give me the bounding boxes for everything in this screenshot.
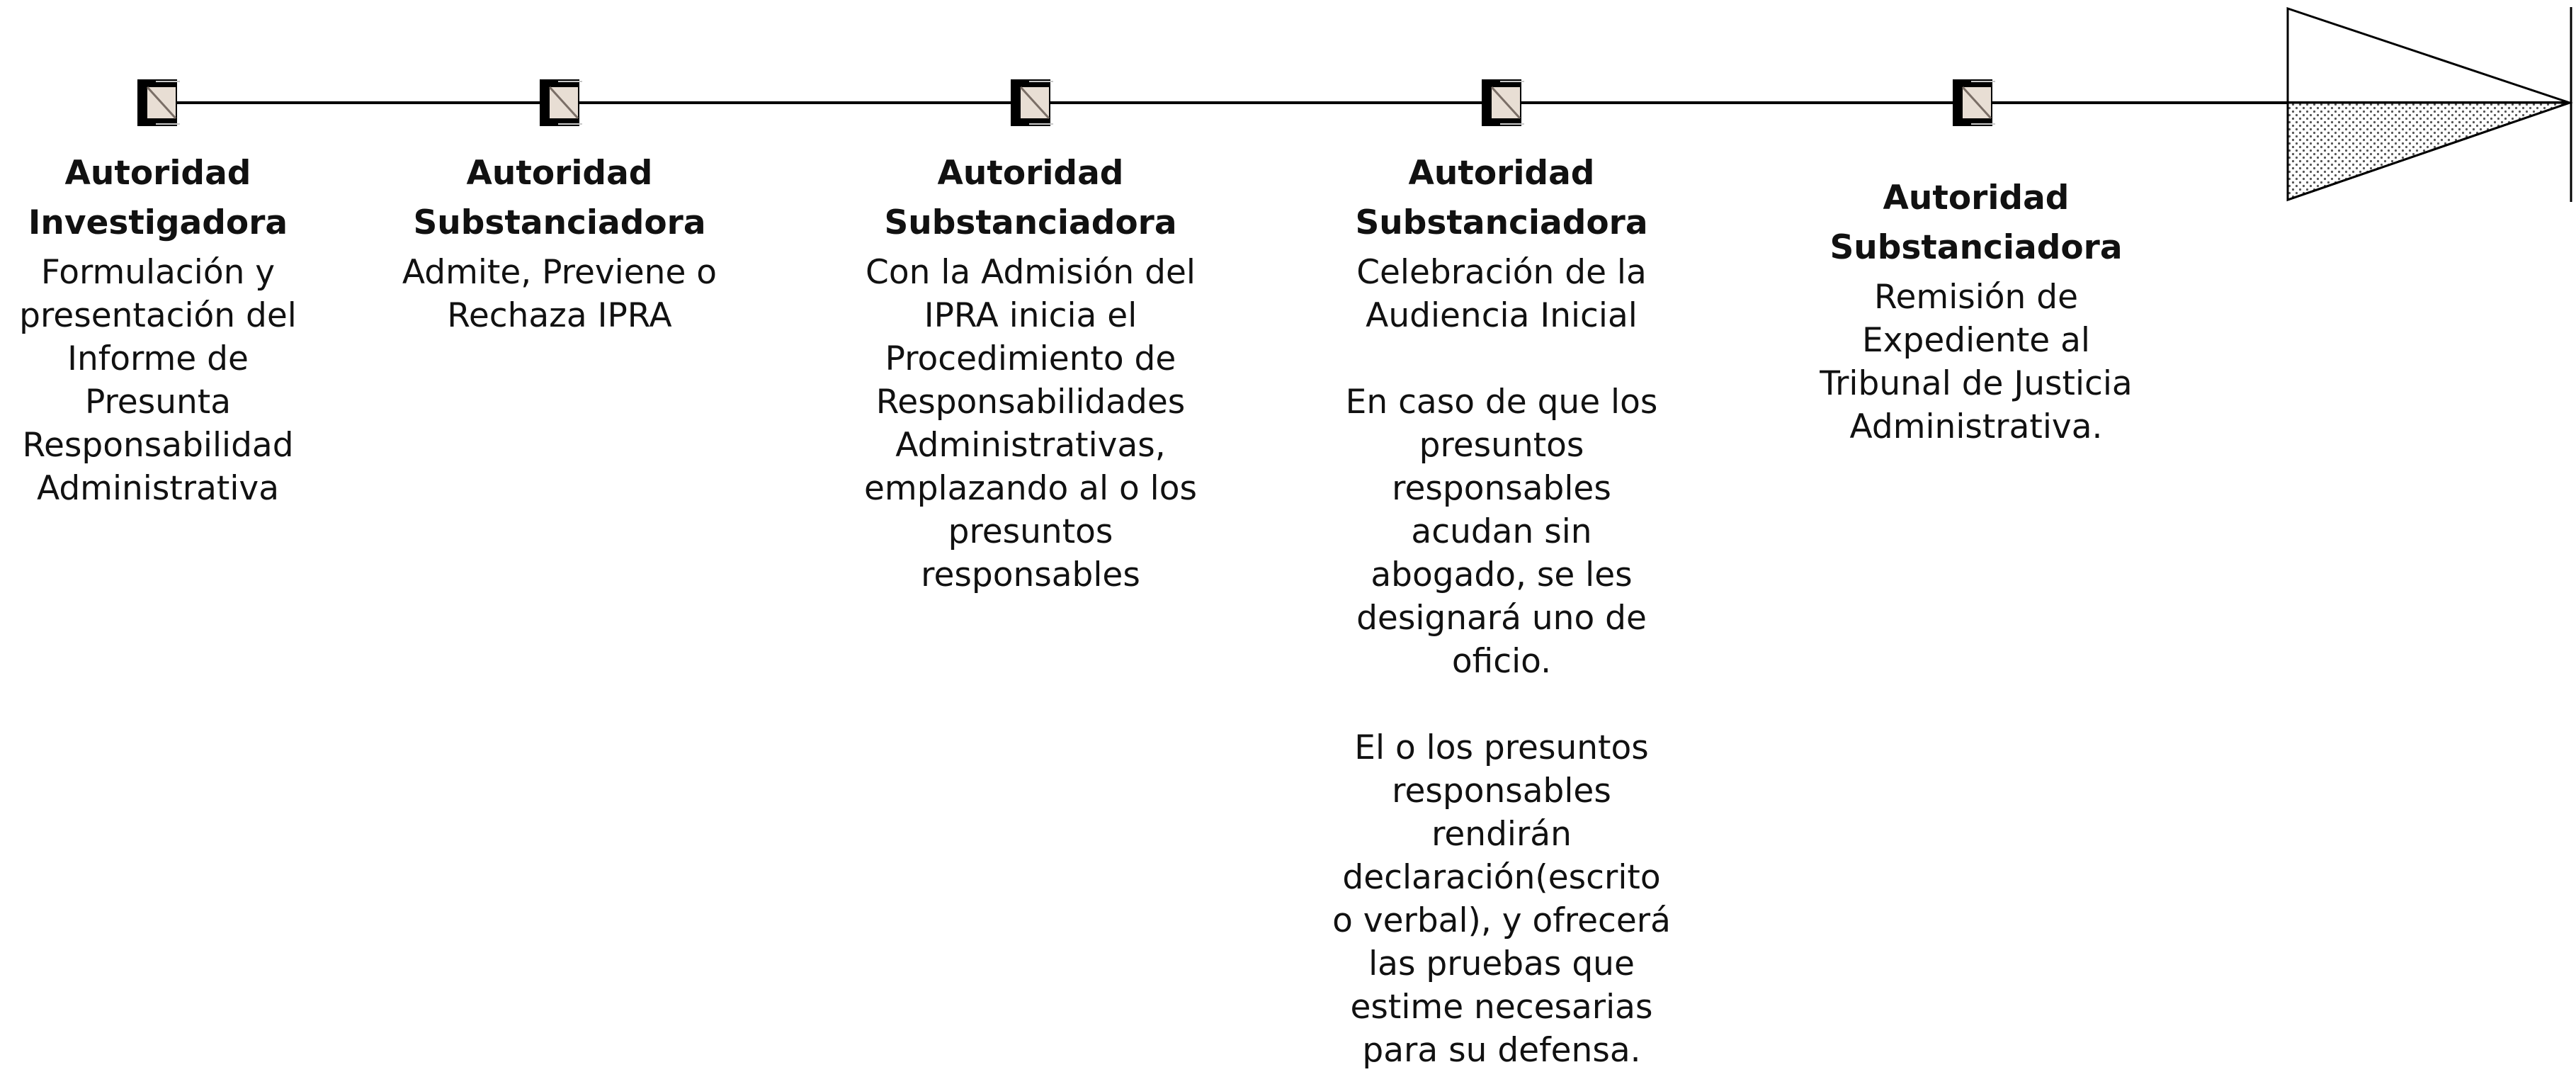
- stage-title: Autoridad Substanciadora: [884, 154, 1177, 242]
- milestone-marker-0: [137, 79, 180, 126]
- milestone-marker-3: [1482, 79, 1524, 126]
- timeline-stage-admision: Autoridad Substanciadora Admite, Previen…: [375, 149, 744, 337]
- stage-title: Autoridad Substanciadora: [1355, 154, 1648, 242]
- timeline-stage-investigadora: Autoridad Investigadora Formulación y pr…: [9, 149, 307, 510]
- timeline-stage-audiencia-inicial: Autoridad Substanciadora Celebración de …: [1317, 149, 1686, 1072]
- timeline-stage-remision: Autoridad Substanciadora Remisión de Exp…: [1792, 174, 2160, 448]
- stage-description: Remisión de Expediente al Tribunal de Ju…: [1820, 278, 2133, 446]
- timeline-arrowhead: [2286, 6, 2573, 202]
- stage-title: Autoridad Investigadora: [28, 154, 288, 242]
- stage-title: Autoridad Substanciadora: [1829, 179, 2123, 267]
- timeline-diagram: [137, 6, 2573, 202]
- arrowhead-outline: [2286, 6, 2573, 202]
- stage-title: Autoridad Substanciadora: [413, 154, 706, 242]
- timeline-stage-emplazamiento: Autoridad Substanciadora Con la Admisión…: [846, 149, 1215, 597]
- stage-description: Celebración de la Audiencia Inicial En c…: [1332, 253, 1671, 1070]
- milestone-marker-1: [540, 79, 582, 126]
- stage-description: Admite, Previene o Rechaza IPRA: [402, 253, 717, 335]
- stage-description: Formulación y presentación del Informe d…: [19, 253, 297, 508]
- milestone-marker-2: [1011, 79, 1053, 126]
- milestone-marker-4: [1953, 79, 1995, 126]
- stage-description: Con la Admisión del IPRA inicia el Proce…: [864, 253, 1197, 594]
